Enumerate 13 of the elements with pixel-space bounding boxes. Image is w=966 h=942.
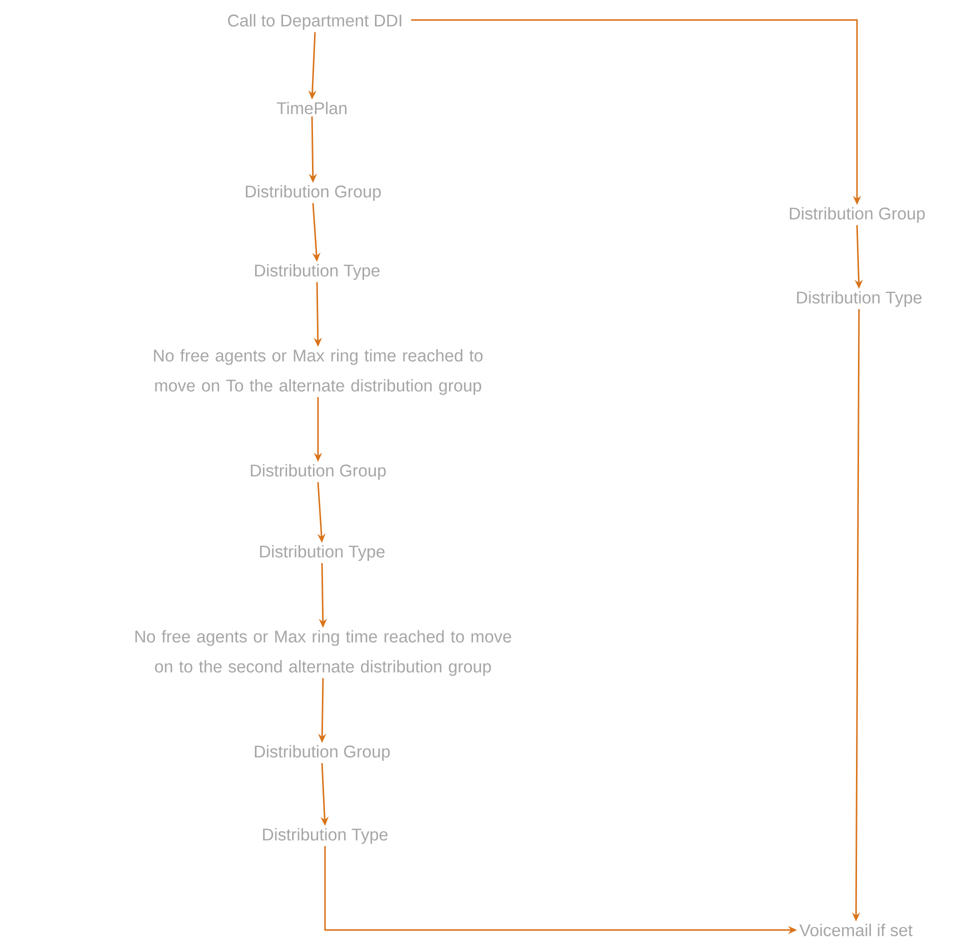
flow-text: Distribution Group bbox=[246, 185, 381, 201]
flow-text: Distribution Group bbox=[254, 745, 390, 761]
flow-text: Distribution Group bbox=[250, 464, 386, 480]
flow-text: No free agents or Max ring time reached to move on To the alternate distribution group bbox=[154, 349, 483, 395]
flow-text: Distribution Group bbox=[790, 207, 925, 223]
flow-text: Call to Department DDI bbox=[228, 14, 402, 30]
flow-text: Distribution Type bbox=[797, 291, 922, 307]
flow-text: Distribution Type bbox=[263, 828, 388, 844]
flow-text: Voicemail if set bbox=[799, 924, 913, 936]
flow-text: Distribution Type bbox=[255, 264, 380, 280]
flow-text: No free agents or Max ring time reached to move on to the second alternate distribution group bbox=[135, 630, 512, 676]
flow-text: TimePlan bbox=[276, 102, 346, 114]
flow-text: Distribution Type bbox=[260, 545, 385, 561]
